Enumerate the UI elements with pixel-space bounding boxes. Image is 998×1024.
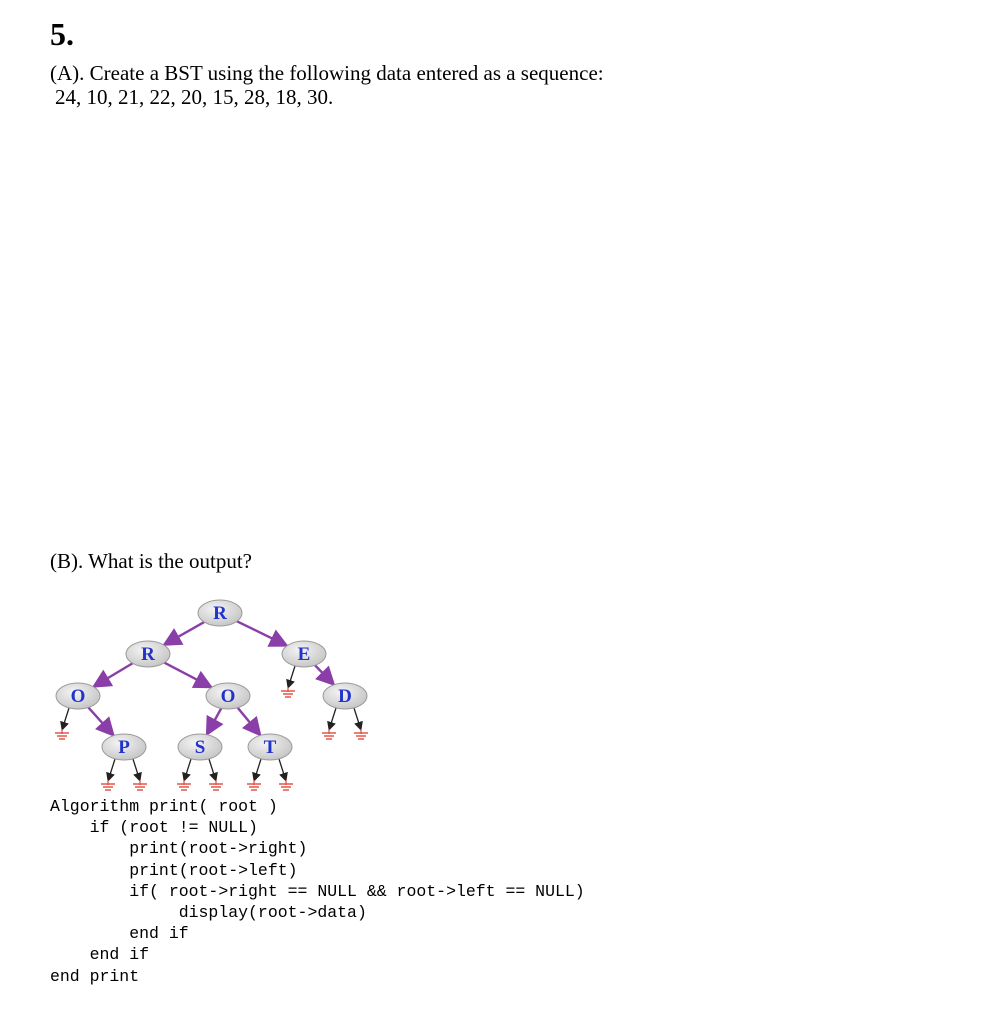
tree-edge <box>87 706 115 737</box>
tree-node: O <box>55 682 101 710</box>
null-ground-symbol <box>55 729 69 740</box>
code-line: print(root->right) <box>50 839 308 859</box>
tree-node-ellipse <box>125 640 171 668</box>
tree-node: D <box>322 682 368 710</box>
code-line: end print <box>50 966 140 986</box>
tree-node-label: O <box>221 686 236 707</box>
tree-node-label: S <box>195 737 206 758</box>
tree-node-label: R <box>141 644 155 665</box>
part-a-prompt: (A). Create a BST using the following da… <box>50 61 604 85</box>
tree-nodes: R R E O O D P S T <box>55 599 368 761</box>
null-ground-symbol <box>177 780 191 791</box>
code-line: if (root != NULL) <box>50 818 258 838</box>
tree-edge <box>314 664 336 687</box>
null-link-arrow <box>353 707 363 731</box>
null-link-arrow <box>132 758 142 782</box>
tree-node-label: E <box>298 644 311 665</box>
tree-edges <box>87 620 336 737</box>
algorithm-code: Algorithm print( root ) if (root != NULL… <box>50 796 585 987</box>
tree-node-ellipse <box>177 733 223 761</box>
tree-node: T <box>247 733 293 761</box>
code-line: if( root->right == NULL && root->left ==… <box>50 881 585 901</box>
binary-tree-diagram: R R E O O D P S T <box>55 599 368 791</box>
part-a-sequence: 24, 10, 21, 22, 20, 15, 28, 18, 30. <box>55 85 334 109</box>
null-link-arrow <box>106 758 116 782</box>
null-ground-symbol <box>322 729 336 740</box>
tree-node-ellipse <box>101 733 147 761</box>
null-link-arrow <box>286 665 296 689</box>
tree-node-ellipse <box>247 733 293 761</box>
null-link-arrow <box>60 707 70 731</box>
tree-node-label: D <box>338 686 352 707</box>
tree-edge <box>163 661 214 689</box>
part-a-text: (A). Create a BST using the following da… <box>50 61 604 109</box>
tree-node: R <box>197 599 243 627</box>
tree-node-ellipse <box>55 682 101 710</box>
tree-node-ellipse <box>197 599 243 627</box>
tree-node: R <box>125 640 171 668</box>
question-number: 5. <box>50 16 74 52</box>
tree-node: P <box>101 733 147 761</box>
null-link-arrow <box>182 758 192 782</box>
null-ground-symbol <box>133 780 147 791</box>
code-line: Algorithm print( root ) <box>50 797 278 816</box>
tree-edge <box>162 620 205 647</box>
null-ground-symbol <box>101 780 115 791</box>
tree-edge <box>205 707 224 737</box>
tree-node-ellipse <box>281 640 327 668</box>
tree-node-ellipse <box>205 682 251 710</box>
null-link-arrow <box>208 758 218 782</box>
null-link-arrow <box>327 707 337 731</box>
part-b-prompt: (B). What is the output? <box>50 549 252 573</box>
tree-edge <box>91 662 134 688</box>
null-ground-symbol <box>281 687 295 698</box>
tree-node-label: P <box>118 737 130 758</box>
tree-node: O <box>205 682 251 710</box>
code-line: end if <box>50 924 189 944</box>
null-ground-symbol <box>354 729 368 740</box>
null-ground-symbol <box>247 780 261 791</box>
code-line: print(root->left) <box>50 860 298 880</box>
code-line: display(root->data) <box>50 903 367 923</box>
tree-null-links <box>55 665 368 791</box>
tree-node-label: O <box>71 686 86 707</box>
null-link-arrow <box>278 758 288 782</box>
null-ground-symbol <box>209 780 223 791</box>
tree-node: S <box>177 733 223 761</box>
tree-edge <box>236 706 262 737</box>
tree-node: E <box>281 640 327 668</box>
null-link-arrow <box>252 758 262 782</box>
tree-node-label: T <box>264 737 277 758</box>
tree-node-label: R <box>213 603 227 624</box>
code-line: end if <box>50 945 150 965</box>
tree-edge <box>236 620 289 647</box>
null-ground-symbol <box>279 780 293 791</box>
tree-node-ellipse <box>322 682 368 710</box>
